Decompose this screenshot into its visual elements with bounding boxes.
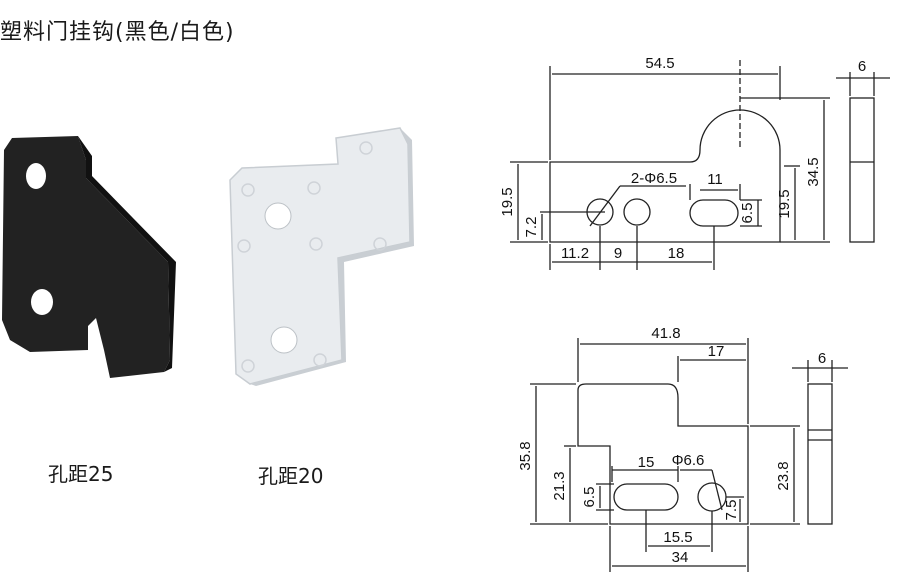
bottom-drawing [530,338,848,572]
black-hook-part [2,136,176,378]
dim-slot-offset: 18 [668,245,685,262]
dim-height: 34.5 [805,157,822,186]
dim-hole-center: 7.2 [523,217,540,238]
dim-left-height: 21.3 [551,471,568,500]
dim-width: 41.8 [651,325,680,342]
dim-right-height: 23.8 [775,461,792,490]
white-hook-part [229,127,414,386]
top-drawing [510,60,890,270]
dim-right-width: 17 [708,343,725,360]
dim-right-height: 19.5 [776,189,793,218]
dim-slot-length: 11 [707,171,723,188]
dim-hole: Φ6.6 [672,452,705,469]
dim-pitch: 15.5 [663,529,692,546]
dim-hole-offset: 7.5 [723,500,740,521]
dim-thickness: 6 [858,58,866,75]
caption-white-hook: 孔距20 [258,464,324,488]
hole-icon [26,163,46,189]
dim-thickness: 6 [818,350,826,367]
dim-slot-width: 6.5 [581,487,598,508]
dim-holes: 2-Φ6.5 [631,170,677,187]
caption-black-hook: 孔距25 [48,462,114,486]
dim-pitch: 9 [614,245,622,262]
dim-left-height: 19.5 [499,187,516,216]
dim-slot-length: 15 [638,454,655,471]
hole-icon [270,326,298,354]
dim-offset: 11.2 [561,245,589,262]
hole-icon [31,289,53,315]
page-title: 塑料门挂钩(黑色/白色) [0,20,235,45]
hole-icon [264,202,292,230]
dim-base-width: 34 [672,549,689,566]
dim-width: 54.5 [645,55,674,72]
dim-height: 35.8 [517,441,534,470]
dim-slot-width: 6.5 [739,203,756,224]
